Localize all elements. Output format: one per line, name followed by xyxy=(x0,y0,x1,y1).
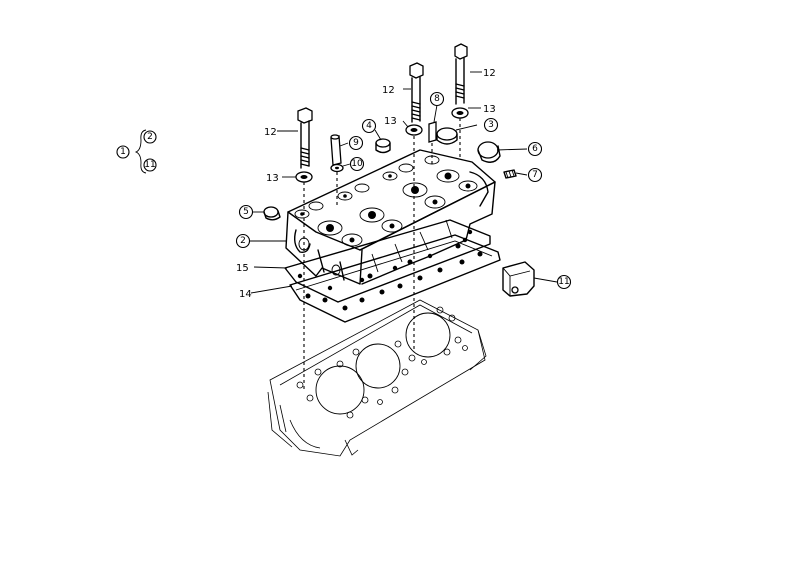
callout-leaders xyxy=(250,71,558,294)
callout-14: 14 xyxy=(239,289,252,300)
callout-9: 9 xyxy=(353,138,359,148)
callout-11: 11 xyxy=(558,277,569,287)
side-cover-11 xyxy=(502,261,535,297)
washer-13-middle xyxy=(405,124,423,136)
seal-10 xyxy=(330,163,344,173)
head-gasket-14 xyxy=(289,234,501,323)
callout-13-right: 13 xyxy=(483,104,496,115)
callout-8: 8 xyxy=(434,94,440,104)
callout-6: 6 xyxy=(532,144,538,154)
callout-13-left: 13 xyxy=(266,173,279,184)
dowel-8 xyxy=(428,121,437,143)
cylinder-head-body xyxy=(285,149,496,285)
engine-block-outline xyxy=(267,299,487,457)
callout-5: 5 xyxy=(243,207,249,217)
plug-6 xyxy=(477,141,501,163)
guide-lines xyxy=(303,118,461,390)
callout-3: 3 xyxy=(488,120,494,130)
washer-13-right xyxy=(451,107,469,119)
bolt-12-right xyxy=(454,43,468,105)
legend-main-number: 1 xyxy=(120,147,126,157)
legend-part-11: 11 xyxy=(144,160,155,170)
callout-12-right: 12 xyxy=(483,68,496,79)
washer-13-left xyxy=(295,171,313,183)
callout-7: 7 xyxy=(532,170,538,180)
plug-5 xyxy=(263,206,281,221)
bolt-12-middle xyxy=(409,62,424,123)
plug-3 xyxy=(436,127,458,145)
callout-13-middle: 13 xyxy=(384,116,397,127)
legend-group: 1 2 11 xyxy=(116,129,157,174)
bolt-12-left xyxy=(297,107,313,169)
callout-labels: 12 12 12 13 13 13 15 14 3 4 5 6 7 8 9 10… xyxy=(235,68,572,300)
nipple-7 xyxy=(503,169,517,179)
callout-12-left: 12 xyxy=(264,127,277,138)
sleeve-9 xyxy=(330,134,342,166)
callout-4: 4 xyxy=(366,121,372,131)
callout-15: 15 xyxy=(236,263,249,274)
plug-4 xyxy=(375,138,391,154)
callout-12-middle: 12 xyxy=(382,85,395,96)
legend-part-2: 2 xyxy=(147,132,153,142)
callout-2: 2 xyxy=(240,236,246,246)
callout-10: 10 xyxy=(351,159,363,169)
